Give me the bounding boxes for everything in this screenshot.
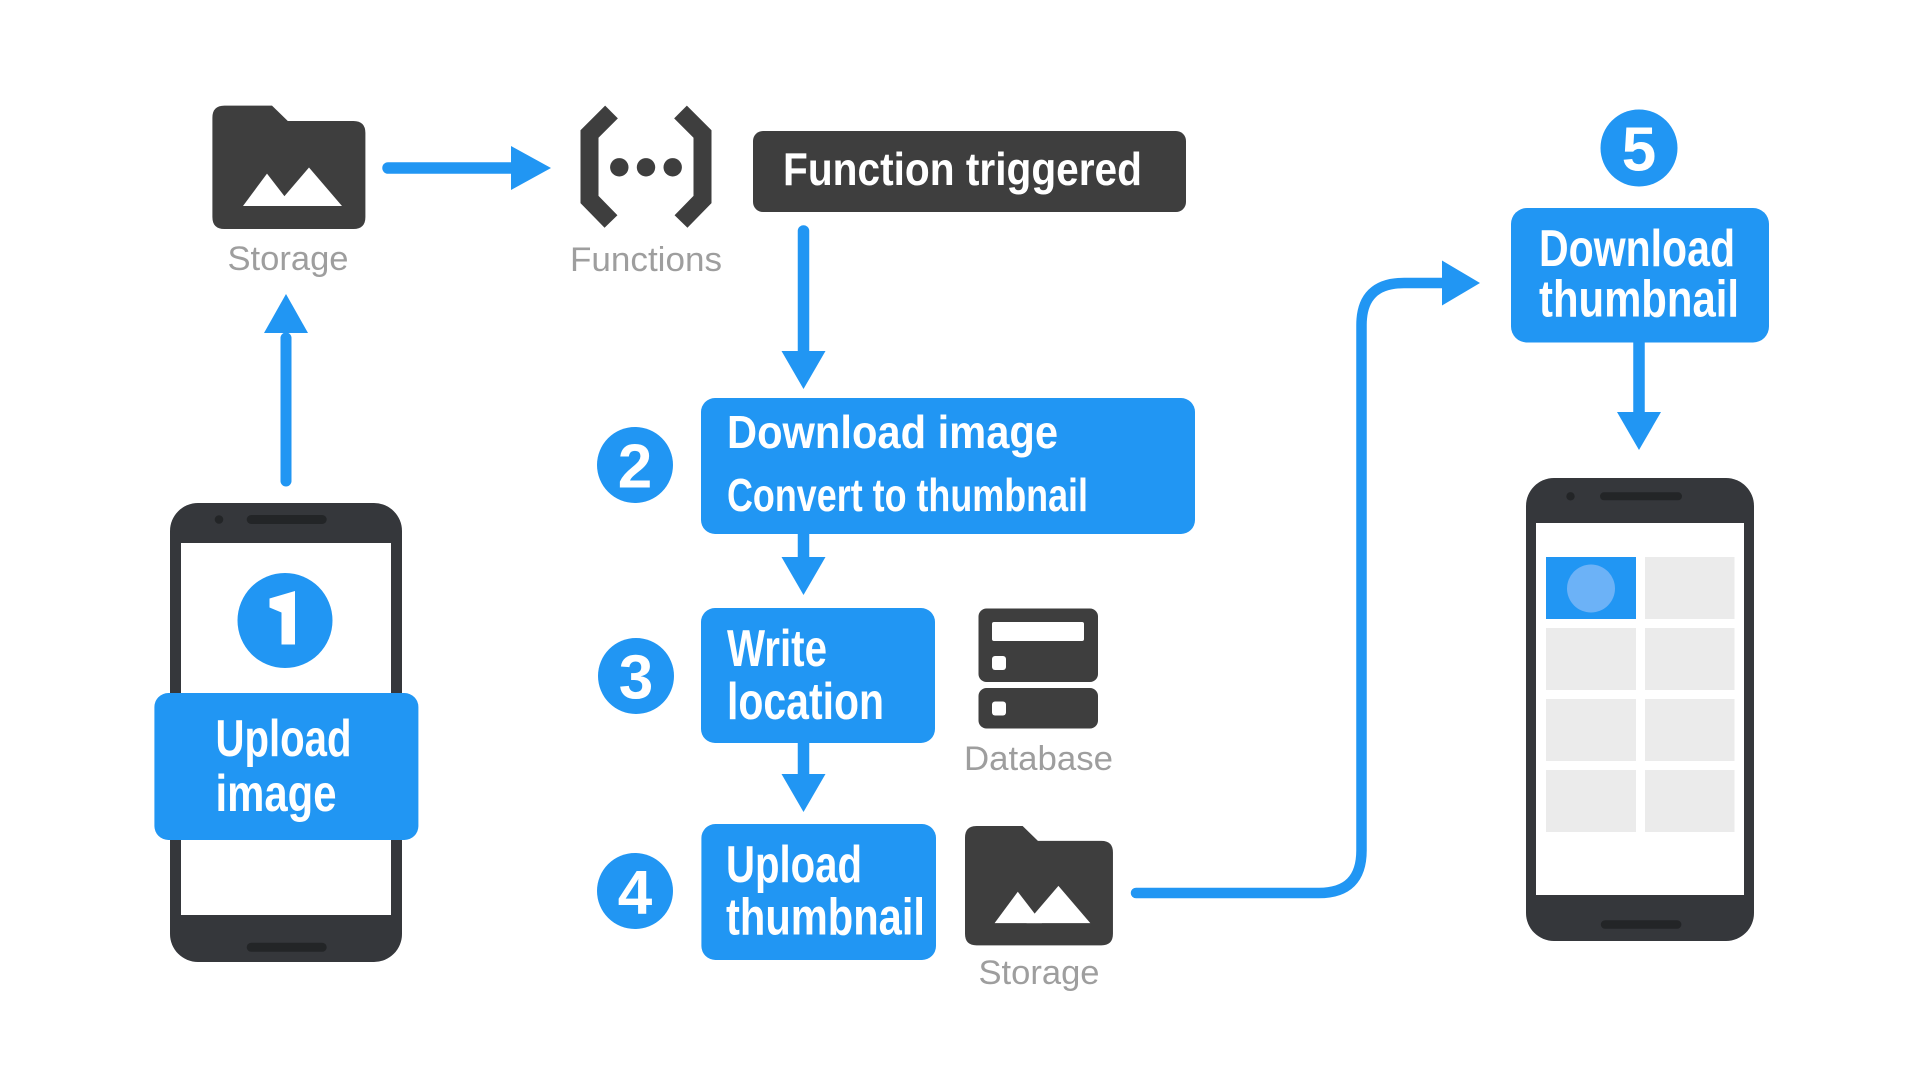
svg-text:Download: Download [1539, 220, 1735, 278]
svg-text:Upload: Upload [216, 710, 352, 768]
svg-text:Storage: Storage [979, 954, 1100, 992]
svg-text:Functions: Functions [570, 241, 722, 279]
svg-text:3: 3 [619, 644, 653, 713]
svg-text:Function triggered: Function triggered [783, 143, 1142, 195]
svg-text:4: 4 [618, 859, 653, 928]
svg-text:Database: Database [964, 740, 1113, 778]
svg-text:Convert to thumbnail: Convert to thumbnail [727, 469, 1088, 521]
svg-text:thumbnail: thumbnail [1539, 271, 1739, 329]
svg-text:5: 5 [1622, 116, 1656, 185]
svg-text:Download image: Download image [727, 406, 1058, 458]
svg-text:location: location [727, 673, 884, 731]
svg-text:2: 2 [618, 433, 652, 502]
svg-text:Storage: Storage [228, 240, 349, 278]
svg-text:Write: Write [727, 620, 827, 678]
svg-text:image: image [216, 765, 337, 823]
svg-text:Upload: Upload [726, 836, 862, 894]
svg-text:thumbnail: thumbnail [726, 889, 925, 947]
